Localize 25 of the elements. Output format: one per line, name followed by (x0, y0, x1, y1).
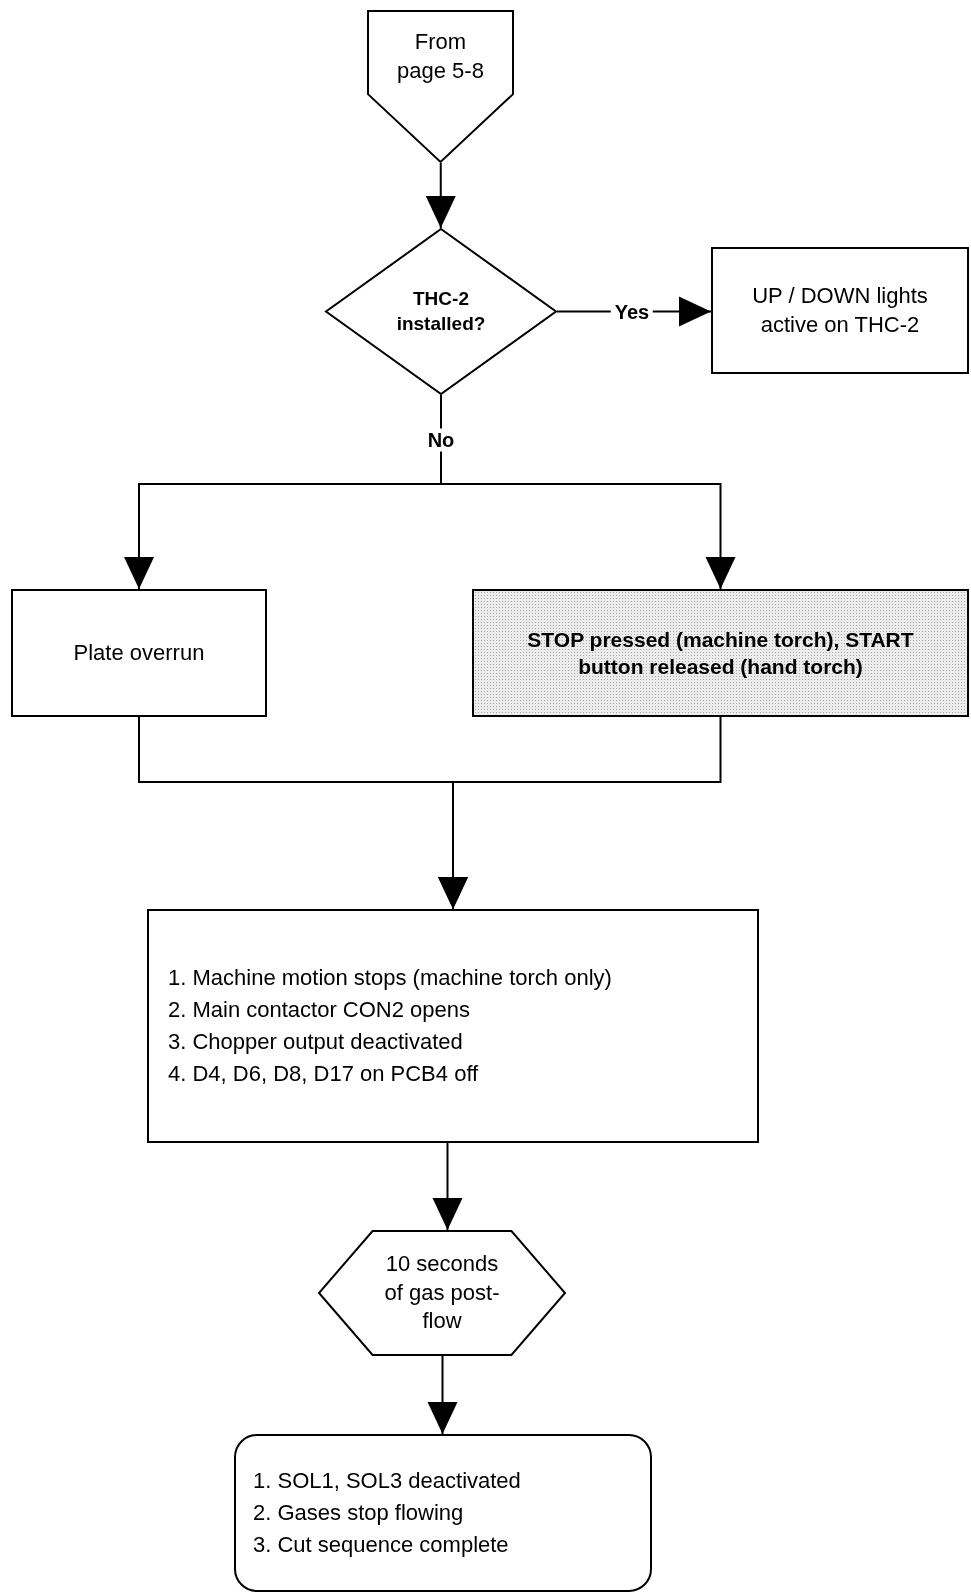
list-item: 3. Chopper output deactivated (168, 1028, 464, 1056)
list-item: 1. Machine motion stops (machine torch only) (168, 964, 613, 993)
terminal-box (234, 1434, 652, 1592)
process-box (11, 589, 267, 717)
arrow (438, 716, 722, 910)
decision-diamond (325, 228, 557, 395)
process-box (472, 589, 969, 717)
arrow (425, 162, 456, 229)
node-label: THC-2 installed? (395, 286, 487, 336)
node-label: 10 seconds of gas post-flow (383, 1250, 501, 1336)
list-item: 1. SOL1, SOL3 deactivated (253, 1467, 522, 1496)
list-item: 4. D4, D6, D8, D17 on PCB4 off (168, 1059, 480, 1088)
preparation-hexagon (318, 1230, 566, 1356)
arrow (427, 1355, 458, 1435)
off-page-connector (367, 10, 514, 163)
list-item: 2. Main contactor CON2 opens (168, 996, 472, 1025)
list-item: 3. Cut sequence complete (253, 1530, 510, 1559)
node-label: Plate overrun (72, 638, 206, 667)
node-label: UP / DOWN lights active on THC-2 (751, 281, 929, 339)
process-box (711, 247, 969, 374)
list-item: 2. Gases stop flowing (253, 1499, 465, 1528)
node-label: From page 5-8 (396, 27, 485, 85)
node-label: STOP pressed (machine torch), START button released (hand torch) (526, 626, 915, 680)
arrow (432, 1142, 463, 1231)
process-box (147, 909, 759, 1143)
